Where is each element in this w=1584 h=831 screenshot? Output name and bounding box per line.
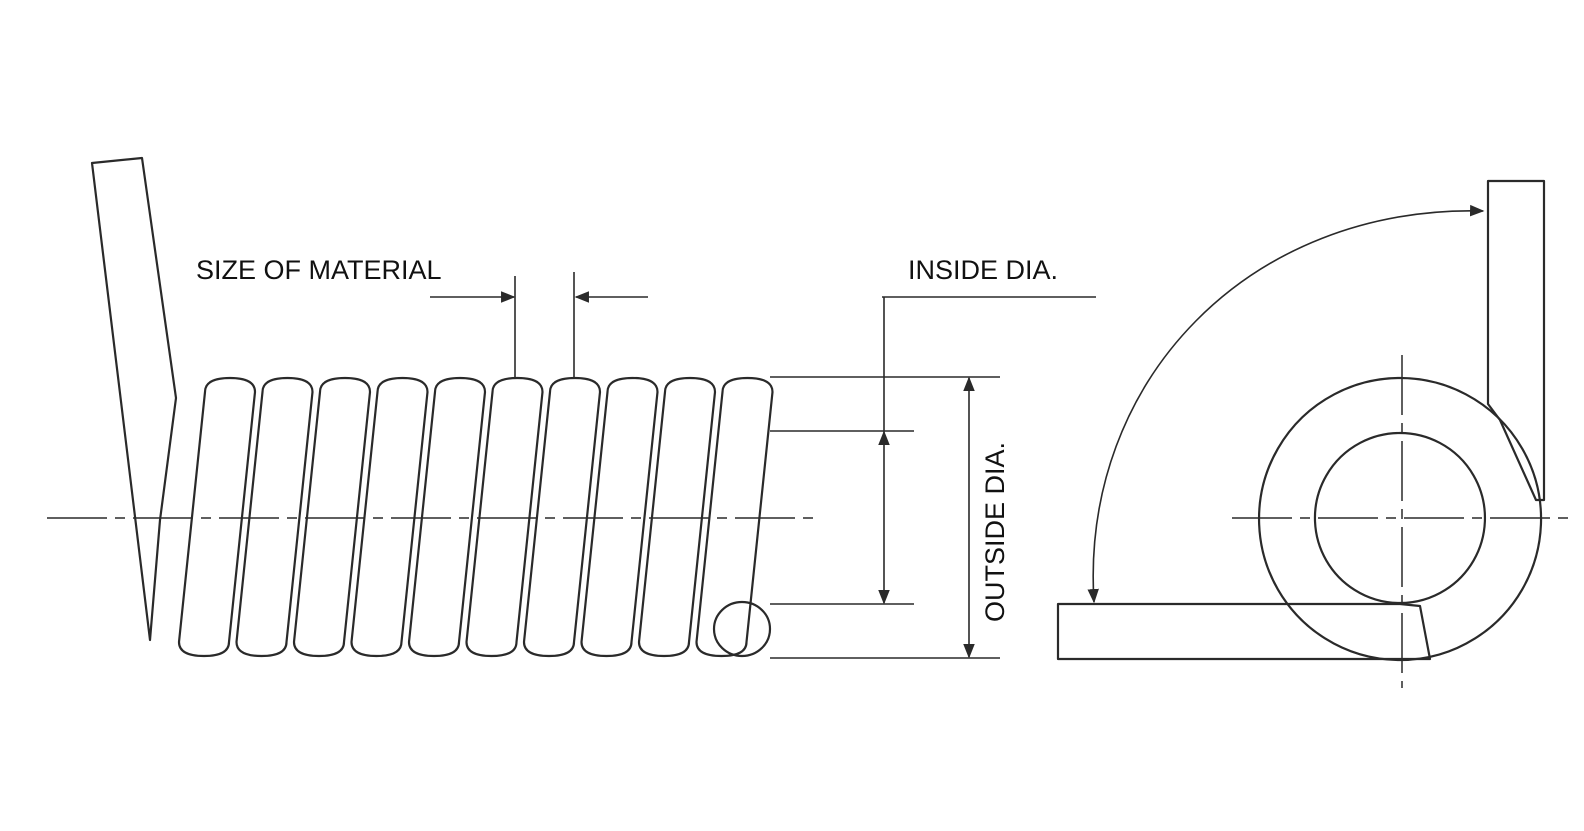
spring-vertical-leg (1486, 179, 1546, 502)
leg-angle-arc (1087, 204, 1485, 604)
wire-end-section (712, 600, 772, 658)
size-of-material-label: SIZE OF MATERIAL (196, 255, 442, 285)
spring-coils (177, 376, 774, 658)
spring-side-view (47, 156, 815, 658)
size-of-material-dimension: SIZE OF MATERIAL (196, 255, 648, 378)
spring-end-view (1056, 179, 1568, 688)
spring-coil (235, 376, 314, 658)
spring-coil (580, 376, 659, 658)
coil-ring (1258, 376, 1543, 662)
inside-dia-label: INSIDE DIA. (908, 255, 1058, 285)
spring-coil (522, 376, 602, 658)
spring-coil (637, 376, 717, 658)
spring-coil (350, 376, 429, 658)
spring-horizontal-leg (1056, 602, 1432, 661)
spring-coil (292, 376, 372, 658)
diameter-dimensions: INSIDE DIA. OUTSIDE DIA. (770, 255, 1096, 659)
spring-coil (695, 376, 774, 658)
spring-coil (465, 376, 544, 658)
outside-dia-label: OUTSIDE DIA. (980, 442, 1010, 622)
spring-coil (177, 376, 257, 658)
spring-coil (407, 376, 487, 658)
spring-left-leg (90, 156, 178, 642)
